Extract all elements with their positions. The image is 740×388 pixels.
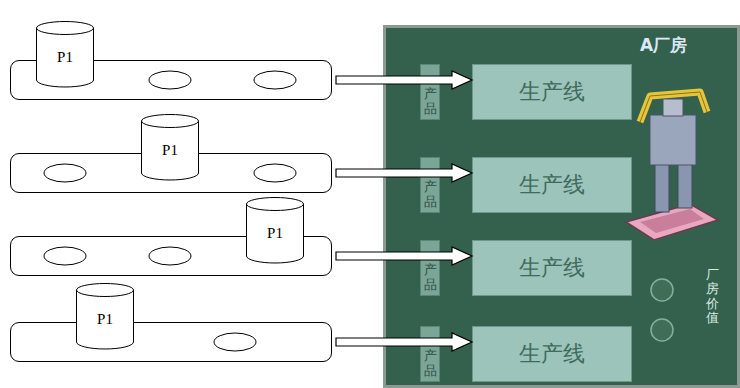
hollow-arrow (336, 333, 472, 351)
cylinder-top (142, 115, 199, 128)
slot-ellipse (214, 333, 256, 351)
slot-ellipse (254, 164, 296, 182)
line-label: 生产线 (519, 170, 585, 200)
lamp-circle (651, 319, 673, 341)
product-cylinder: P1 (141, 114, 199, 180)
conveyor-band: P1 (10, 322, 332, 362)
conveyor-band: P1 (10, 153, 332, 193)
production-line-box: 生产线 (472, 157, 632, 213)
value-lamps (651, 279, 673, 341)
slot-ellipse (149, 247, 191, 265)
lamp-circle (651, 279, 673, 301)
cylinder-body (142, 121, 199, 180)
product-label: 产品 (424, 180, 437, 209)
line-label: 生产线 (519, 253, 585, 283)
hollow-arrow (336, 71, 472, 89)
robot-base (626, 204, 718, 240)
conveyor-band: P1 (10, 60, 332, 100)
slot-ellipse (149, 71, 191, 89)
product-label: 产品 (424, 87, 437, 116)
cylinder-body (247, 204, 304, 263)
robot-base-inner (640, 209, 704, 233)
line-label: 生产线 (519, 77, 585, 107)
production-line-box: 生产线 (472, 240, 632, 296)
product-label-strip: 产品 (420, 240, 440, 296)
product-cylinder: P1 (76, 283, 134, 349)
slot-ellipse (254, 71, 296, 89)
line-label: 生产线 (519, 339, 585, 369)
production-line-box: 生产线 (472, 64, 632, 120)
plant-title: A厂房 (640, 35, 687, 55)
product-cylinder: P1 (36, 21, 94, 87)
cylinder-body (37, 28, 94, 87)
plant-panel: 产品生产线产品生产线产品生产线产品生产线A厂房厂房价值 (383, 25, 740, 388)
plant-value-label: 厂房价值 (706, 268, 719, 325)
hollow-arrow (336, 247, 472, 265)
product-label-strip: 产品 (420, 64, 440, 120)
robot-leg (678, 160, 692, 208)
slot-ellipse (44, 247, 86, 265)
product-name: P1 (97, 311, 113, 328)
production-line-box: 生产线 (472, 326, 632, 382)
text-slot: 厂房价值 (706, 268, 719, 325)
product-label-strip: 产品 (420, 157, 440, 213)
cylinder-top (77, 284, 134, 297)
robot-arm-edge (640, 92, 707, 122)
product-label-strip: 产品 (420, 326, 440, 382)
cylinder-top (247, 198, 304, 211)
conveyor-slots (44, 71, 296, 351)
robot-arm (640, 92, 707, 122)
product-name: P1 (267, 225, 283, 242)
hollow-arrow (336, 164, 472, 182)
robot-body (650, 115, 696, 165)
conveyor-band: P1 (10, 236, 332, 276)
robot-leg (655, 160, 669, 212)
text-slot: A厂房 (640, 34, 687, 57)
product-name: P1 (162, 142, 178, 159)
slot-ellipse (44, 164, 86, 182)
cylinder-top (37, 22, 94, 35)
product-label: 产品 (424, 263, 437, 292)
robot-illustration (626, 92, 718, 240)
product-cylinder: P1 (246, 197, 304, 263)
product-name: P1 (57, 49, 73, 66)
robot-head (663, 99, 683, 116)
product-label: 产品 (424, 349, 437, 378)
cylinder-body (77, 290, 134, 349)
